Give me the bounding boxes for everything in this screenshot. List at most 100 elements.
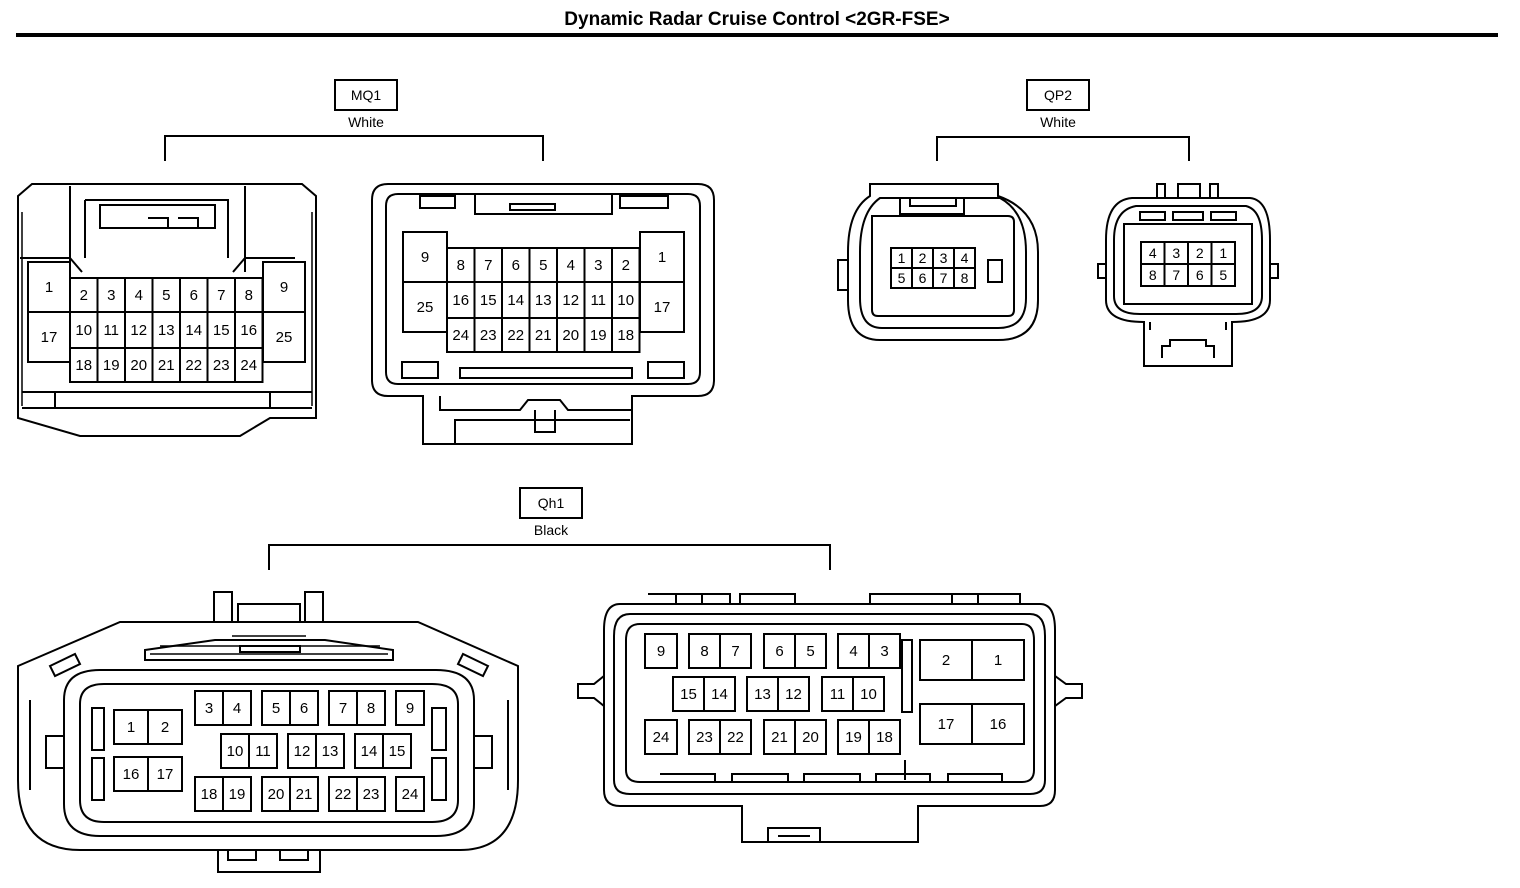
- qh1-bracket: [268, 544, 831, 570]
- pin-label: 6: [300, 700, 308, 717]
- pin-cell: [382, 733, 412, 769]
- pin-cell: [262, 261, 306, 313]
- pin-label: 7: [1172, 267, 1180, 283]
- connector-qh1: Qh1 Black: [17, 487, 1083, 873]
- pin-label: 22: [335, 786, 352, 803]
- pin-label: 3: [594, 257, 602, 274]
- qp2-code: QP2: [1044, 87, 1072, 103]
- pin-cell: [777, 676, 810, 712]
- pin-label: 1: [898, 250, 906, 266]
- qh1-left-housing: [17, 591, 519, 873]
- pin-cell: [719, 633, 752, 669]
- pin-cell: [528, 281, 558, 319]
- pin-cell: [328, 776, 358, 812]
- mq1-code-box: [334, 79, 398, 111]
- pin-cell: [953, 267, 976, 289]
- pin-cell: [206, 347, 236, 383]
- pin-cell: [222, 690, 252, 726]
- pin-label: 25: [276, 329, 293, 346]
- pin-cell: [746, 676, 779, 712]
- pin-cell: [113, 709, 149, 745]
- qh1-right-housing: [577, 593, 1083, 843]
- qp2-color: White: [1040, 114, 1076, 130]
- pin-label: 1: [1219, 245, 1227, 261]
- pin-label: 1: [994, 652, 1002, 669]
- qp2-right-housing: [1097, 183, 1279, 367]
- pin-label: 3: [1172, 245, 1180, 261]
- pin-label: 8: [367, 700, 375, 717]
- pin-label: 23: [696, 729, 713, 746]
- diagram-title: Dynamic Radar Cruise Control <2GR-FSE>: [564, 9, 949, 30]
- pin-cell: [356, 776, 386, 812]
- pin-label: 7: [484, 257, 492, 274]
- mq1-bracket: [164, 135, 544, 161]
- pin-label: 19: [590, 327, 607, 344]
- pin-label: 9: [421, 249, 429, 266]
- pin-cell: [868, 633, 901, 669]
- pin-cell: [151, 347, 181, 383]
- pin-label: 23: [363, 786, 380, 803]
- pin-cell: [1210, 263, 1236, 287]
- pin-cell: [96, 277, 126, 313]
- pin-cell: [328, 690, 358, 726]
- pin-cell: [473, 317, 503, 353]
- pin-cell: [868, 719, 901, 755]
- pin-label: 22: [507, 327, 524, 344]
- pin-label: 21: [771, 729, 788, 746]
- pin-label: 4: [567, 257, 575, 274]
- pin-label: 22: [727, 729, 744, 746]
- pin-label: 2: [942, 652, 950, 669]
- pin-label: 19: [103, 357, 120, 374]
- pin-cell: [69, 347, 99, 383]
- pin-label: 17: [157, 766, 174, 783]
- pin-cell: [639, 231, 685, 283]
- pin-label: 18: [201, 786, 218, 803]
- pin-cell: [96, 347, 126, 383]
- pin-label: 23: [480, 327, 497, 344]
- pin-label: 13: [322, 743, 339, 760]
- pin-cell: [971, 703, 1025, 745]
- pin-label: 18: [876, 729, 893, 746]
- pin-label: 2: [622, 257, 630, 274]
- pin-label: 9: [280, 279, 288, 296]
- pin-label: 2: [161, 719, 169, 736]
- pin-cell: [639, 281, 685, 333]
- pin-cell: [402, 281, 448, 333]
- pin-label: 19: [229, 786, 246, 803]
- qp2-bracket: [936, 136, 1190, 161]
- pin-label: 25: [417, 299, 434, 316]
- pin-label: 12: [562, 292, 579, 309]
- pin-label: 20: [802, 729, 819, 746]
- pin-label: 3: [205, 700, 213, 717]
- pin-cell: [147, 709, 183, 745]
- pin-label: 7: [731, 643, 739, 660]
- pin-label: 8: [961, 270, 969, 286]
- pin-cell: [919, 639, 973, 681]
- pin-cell: [446, 317, 476, 353]
- pin-label: 12: [785, 686, 802, 703]
- pin-label: 21: [158, 357, 175, 374]
- pin-cell: [473, 281, 503, 319]
- pin-label: 8: [245, 287, 253, 304]
- pin-label: 11: [590, 292, 606, 309]
- pin-label: 15: [389, 743, 406, 760]
- pin-label: 12: [130, 322, 147, 339]
- pin-label: 24: [240, 357, 257, 374]
- pin-label: 2: [80, 287, 88, 304]
- pin-label: 3: [880, 643, 888, 660]
- pin-cell: [222, 776, 252, 812]
- pin-label: 15: [213, 322, 230, 339]
- pin-label: 14: [711, 686, 728, 703]
- pin-label: 16: [123, 766, 140, 783]
- pin-cell: [315, 733, 345, 769]
- pin-label: 2: [1196, 245, 1204, 261]
- pin-label: 5: [539, 257, 547, 274]
- pin-cell: [971, 639, 1025, 681]
- pin-label: 16: [240, 322, 257, 339]
- pin-cell: [672, 676, 705, 712]
- mq1-left-housing: [17, 183, 317, 437]
- pin-cell: [395, 690, 425, 726]
- pin-cell: [234, 347, 264, 383]
